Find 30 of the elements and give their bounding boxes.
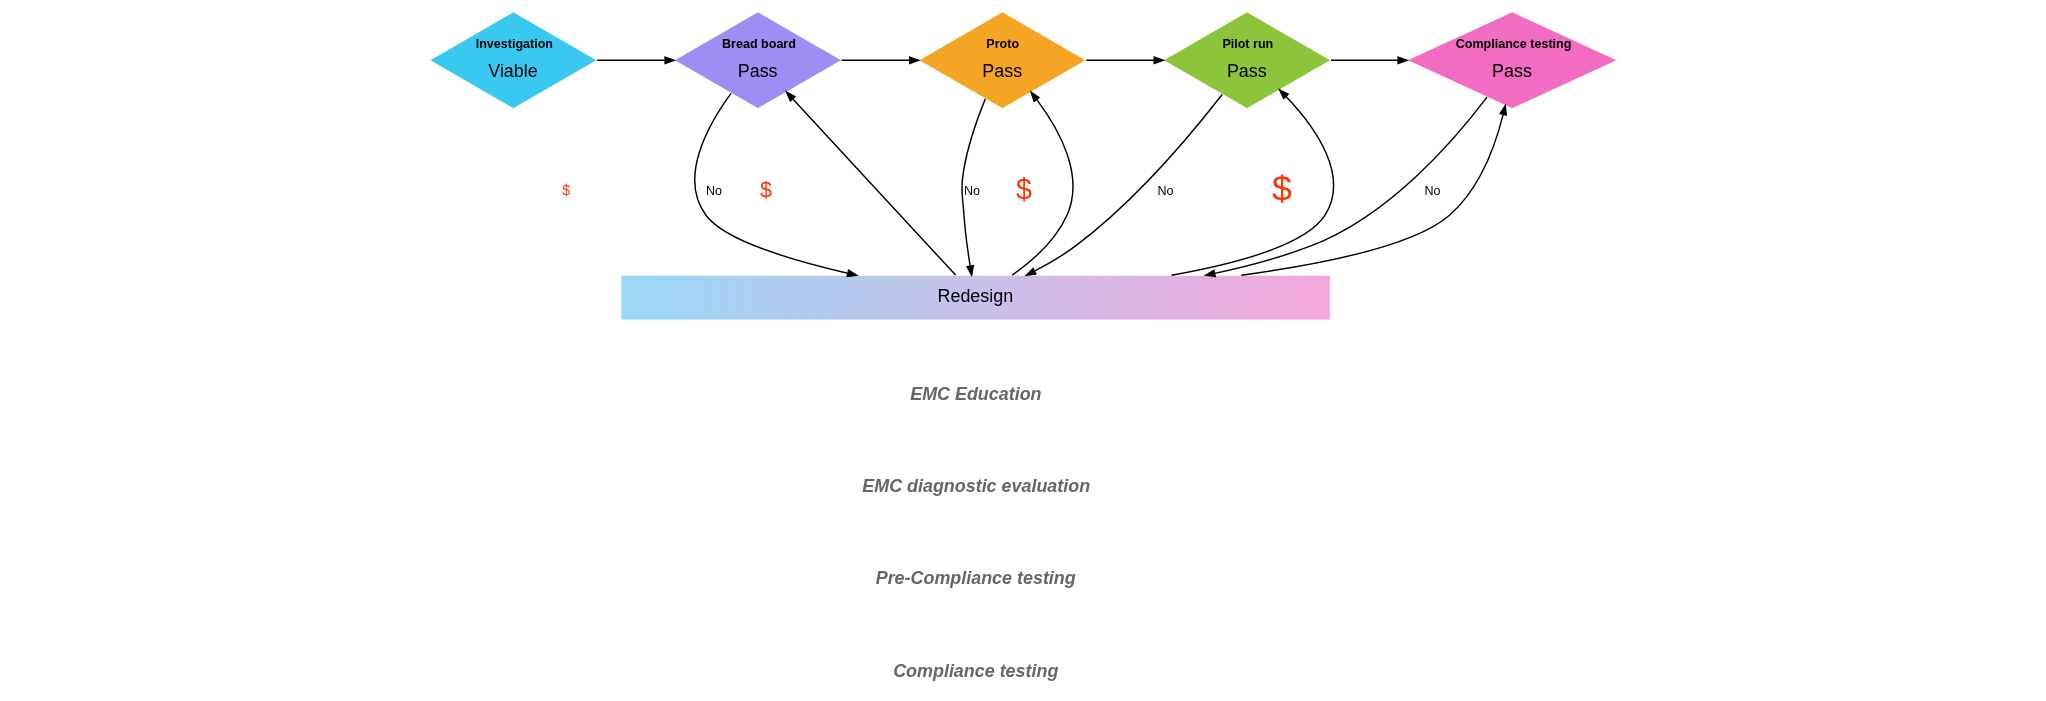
arrow [1203, 96, 1488, 278]
edge-label: No [705, 184, 722, 199]
arrow [1170, 88, 1334, 276]
label: Compliance testing [892, 660, 1058, 681]
arrow [784, 90, 956, 276]
label: $ [1015, 173, 1032, 206]
label: $ [561, 182, 570, 199]
arrow [1023, 93, 1223, 277]
arrow [693, 92, 859, 278]
node-diamond: Bread board Pass [673, 11, 842, 110]
label: EMC diagnostic evaluation [861, 476, 1090, 497]
arrow [960, 98, 986, 278]
label: $ [759, 178, 772, 203]
edge-label: No [1157, 184, 1174, 199]
node-diamond: Pilot run Pass [1162, 11, 1331, 110]
arrow [1240, 103, 1507, 276]
arrow [1011, 90, 1074, 276]
label: $ [1271, 168, 1292, 209]
edge-label: No [1423, 184, 1440, 199]
arrow [1085, 56, 1165, 65]
arrow [595, 56, 676, 65]
node-diamond: Compliance testing Pass [1406, 11, 1618, 110]
node-box: Redesign [619, 274, 1331, 321]
edge-label: No [963, 184, 980, 199]
arrow [840, 56, 921, 65]
arrow [1329, 56, 1409, 65]
label: Pre-Compliance testing [875, 568, 1076, 589]
node-diamond: Proto Pass [917, 11, 1087, 110]
node-diamond: Investigation Viable [428, 11, 598, 110]
label: EMC Education [909, 383, 1042, 404]
